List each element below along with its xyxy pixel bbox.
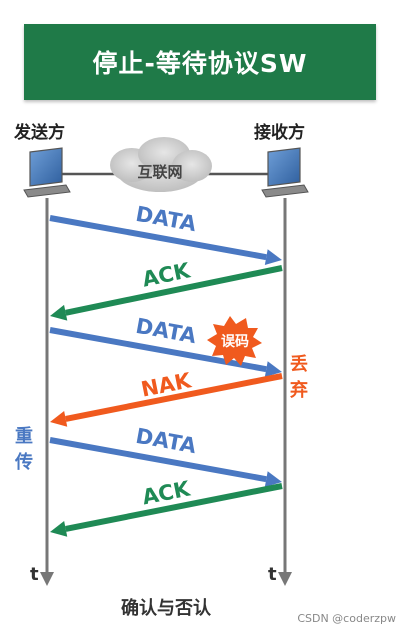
caption: 确认与否认 [121,597,212,619]
receiver-time-label: t [268,564,277,585]
receiver-laptop-icon [261,147,309,198]
message-arrow-3 [49,327,267,373]
message-label-1: DATA [134,202,199,237]
sender-timeline-arrowhead [40,572,54,586]
title-banner: 停止-等待协议SW [24,24,376,100]
message-label-5: DATA [134,424,199,459]
sender-time-label: t [30,564,39,585]
message-arrowhead-2 [50,304,68,321]
sender-laptop-icon [23,147,71,198]
message-arrowhead-1 [264,249,282,266]
message-arrowhead-4 [50,411,68,427]
retransmit-label-char-1: 重 [15,425,33,447]
page-title: 停止-等待协议SW [92,49,308,78]
receiver-label: 接收方 [254,122,305,143]
cloud-label: 互联网 [137,163,182,181]
watermark: CSDN @coderzpw [297,612,396,625]
discard-label-char-2: 弃 [290,379,308,401]
receiver-timeline-arrowhead [278,572,292,586]
message-arrowhead-5 [264,471,282,488]
message-arrow-1 [49,215,267,261]
error-badge: 误码 [207,316,262,366]
message-arrow-2 [65,265,283,316]
message-label-3: DATA [134,314,199,349]
retransmit-label-char-2: 传 [14,451,33,473]
discard-label-char-1: 丢 [290,354,308,375]
message-arrow-6 [65,483,283,532]
message-arrow-4 [65,373,283,422]
internet-cloud-icon [110,137,212,192]
sender-label: 发送方 [13,122,65,143]
message-arrowhead-3 [264,361,282,378]
message-arrow-5 [49,437,267,483]
error-badge-label: 误码 [221,334,249,350]
message-arrowhead-6 [50,521,68,537]
